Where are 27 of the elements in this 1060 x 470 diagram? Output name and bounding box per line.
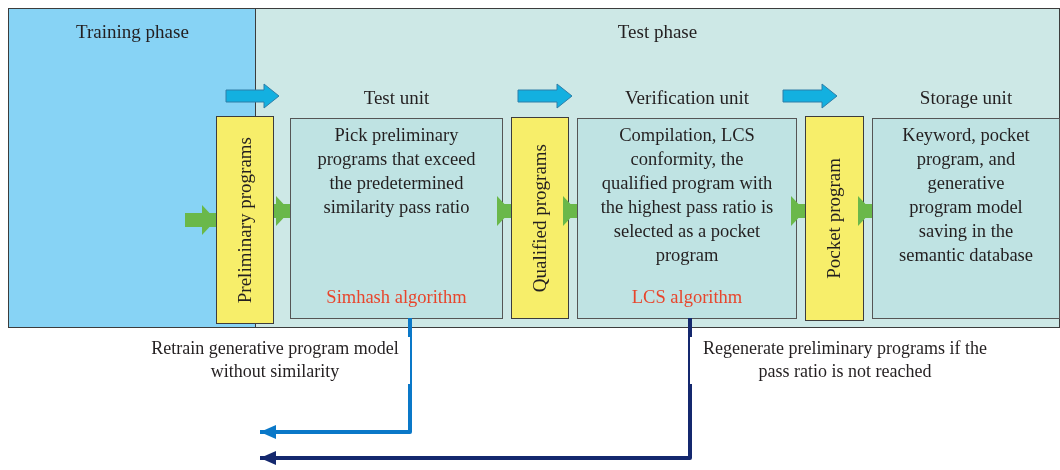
feedback-arrow xyxy=(260,318,692,465)
unit-title: Verification unit xyxy=(624,87,750,109)
stage-label: Qualified programs xyxy=(528,143,551,293)
unit-description: Keyword, pocket program, and generative program model saving in the semantic database xyxy=(897,124,1035,268)
unit-title: Test unit xyxy=(362,87,431,109)
block-arrow xyxy=(225,83,280,109)
flow-arrow xyxy=(791,196,805,226)
phase-panel xyxy=(216,8,1060,328)
block-arrow xyxy=(782,83,838,109)
unit-description: Compilation, LCS conformity, the qualified program with the highest pass ratio is selected as a pocket program xyxy=(600,124,774,268)
stage-bar xyxy=(805,116,864,321)
phase-title: Training phase xyxy=(75,21,190,43)
stage-bar xyxy=(511,117,569,319)
stage-label: Pocket program xyxy=(823,158,846,279)
unit-title: Storage unit xyxy=(918,87,1014,109)
algorithm-label: LCS algorithm xyxy=(630,287,744,308)
feedback-arrow xyxy=(260,318,412,439)
unit-description: Pick preliminary programs that exceed the predetermined similarity pass ratio xyxy=(316,124,477,220)
flow-arrow xyxy=(185,205,216,235)
stage-label: Preliminary programs xyxy=(233,136,256,304)
flow-arrow xyxy=(497,196,511,226)
flow-arrow xyxy=(563,196,577,226)
block-arrow xyxy=(517,83,573,109)
flow-arrow xyxy=(858,196,872,226)
phase-panel xyxy=(8,8,216,328)
algorithm-label: Simhash algorithm xyxy=(325,287,468,308)
phase-title: Test phase xyxy=(616,21,699,43)
